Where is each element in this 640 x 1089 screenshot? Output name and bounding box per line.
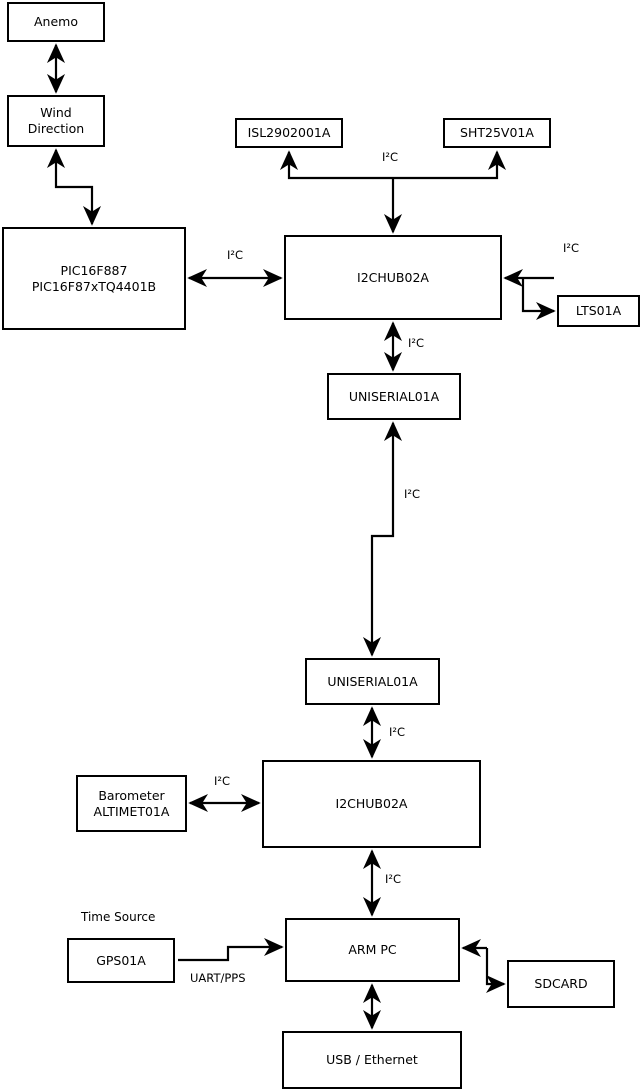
edge-uniserial-link — [362, 421, 403, 657]
edge-isl-bus — [279, 150, 393, 180]
edge-label-sensors-hub-i2c: I²C — [382, 150, 399, 164]
label-time-source: Time Source — [81, 910, 156, 924]
node-arm-pc[interactable]: ARM PC — [285, 918, 460, 982]
edge-gps-armpc — [178, 937, 284, 962]
edge-hubtop-lts-out — [521, 278, 556, 321]
node-wind-direction[interactable]: Wind Direction — [7, 95, 105, 147]
edge-winddirection-pic — [46, 148, 102, 226]
node-uniserial01a-bottom[interactable]: UNISERIAL01A — [305, 658, 440, 705]
edge-label-uniserial-link-i2c: I²C — [404, 487, 421, 501]
edge-sht-bus — [393, 150, 507, 180]
edge-label-pic-hub-i2c: I²C — [227, 248, 244, 262]
node-lts01a[interactable]: LTS01A — [557, 295, 640, 327]
edge-armpc-sdcard-out — [485, 948, 506, 994]
node-pic-microcontroller[interactable]: PIC16F887 PIC16F87xTQ4401B — [2, 227, 186, 330]
node-anemo[interactable]: Anemo — [7, 2, 105, 42]
node-i2chub02a-top[interactable]: I2CHUB02A — [284, 235, 502, 320]
edge-label-hub-armpc-i2c: I²C — [385, 872, 402, 886]
edge-label-uniserial-hub-i2c: I²C — [389, 725, 406, 739]
node-isl2902001a[interactable]: ISL2902001A — [235, 118, 343, 148]
node-gps01a[interactable]: GPS01A — [67, 938, 175, 983]
node-sdcard[interactable]: SDCARD — [507, 960, 615, 1008]
edge-label-hub-uniserial-i2c: I²C — [408, 336, 425, 350]
node-i2chub02a-bottom[interactable]: I2CHUB02A — [262, 760, 481, 848]
node-barometer-altimet01a[interactable]: Barometer ALTIMET01A — [76, 775, 187, 832]
node-sht25v01a[interactable]: SHT25V01A — [443, 118, 551, 148]
edge-label-gps-armpc-uart-pps: UART/PPS — [190, 971, 246, 985]
edge-label-hub-lts-i2c: I²C — [563, 241, 580, 255]
node-uniserial01a-top[interactable]: UNISERIAL01A — [327, 373, 461, 420]
edge-label-barometer-hub-i2c: I²C — [214, 774, 231, 788]
node-usb-ethernet[interactable]: USB / Ethernet — [282, 1031, 462, 1089]
